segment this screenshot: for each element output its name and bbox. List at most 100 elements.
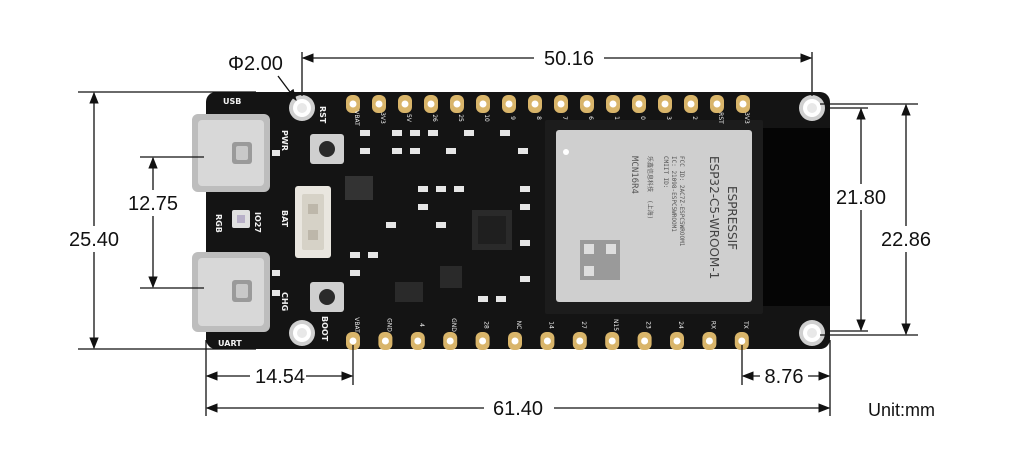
pin-hole bbox=[414, 337, 422, 345]
pin-label: RX bbox=[709, 321, 716, 329]
pin-label: 5V bbox=[405, 114, 412, 123]
silk-bat: BAT bbox=[280, 210, 289, 228]
pin-label: 10 bbox=[483, 114, 490, 122]
pin-label: 27 bbox=[580, 321, 587, 329]
pin-hole bbox=[511, 337, 519, 345]
pin-label: GND bbox=[385, 318, 392, 332]
bottom-pin-header: VBAT GND 4 GND 28 NC 14 27 N15 23 24 RX TX bbox=[346, 317, 749, 350]
pin-label: 24 bbox=[677, 321, 684, 329]
pin-label: 3V3 bbox=[379, 112, 386, 124]
dim-right-to-header: 8.76 bbox=[765, 366, 804, 388]
silk-io27: IO27 bbox=[253, 212, 262, 233]
pin-label: 2 bbox=[691, 116, 698, 120]
pin-label: 6 bbox=[587, 116, 594, 120]
pin-hole bbox=[349, 100, 357, 108]
pin-label: 3 bbox=[665, 116, 672, 120]
pin-hole bbox=[739, 100, 747, 108]
module-code: MCN16R4 bbox=[629, 156, 639, 194]
module-fcc: FCC ID: 2AC7Z-ESPC5WROOM1 bbox=[678, 156, 685, 247]
pin-hole bbox=[673, 337, 681, 345]
pin-hole bbox=[641, 337, 649, 345]
pin-hole bbox=[557, 100, 565, 108]
pin-label: 8 bbox=[535, 116, 542, 120]
pin-label: 28 bbox=[483, 321, 490, 329]
dev-board: ESPRESSIF ESP32-C5-WROOM-1 FCC ID: 2AC7Z… bbox=[192, 92, 830, 350]
pin-hole bbox=[608, 337, 616, 345]
module-city: (上海) bbox=[646, 200, 654, 219]
pin-label: 9 bbox=[509, 116, 516, 120]
mounting-hole-bottom-left bbox=[289, 320, 315, 346]
boot-button[interactable] bbox=[310, 282, 344, 312]
pin-hole bbox=[543, 337, 551, 345]
dim-left-to-header: 14.54 bbox=[255, 366, 305, 388]
antenna-area bbox=[760, 128, 830, 306]
silk-rgb: RGB bbox=[214, 214, 223, 233]
silk-boot: BOOT bbox=[320, 316, 329, 342]
silk-usb: USB bbox=[223, 97, 241, 106]
pin-hole bbox=[479, 100, 487, 108]
mounting-hole-top-left bbox=[289, 95, 315, 121]
pin-label: 14 bbox=[547, 321, 554, 329]
pin-hole bbox=[713, 100, 721, 108]
module-cmiit: CMIIT ID: bbox=[662, 156, 669, 189]
pin-label: 4 bbox=[418, 323, 425, 327]
pin-label: 7 bbox=[561, 116, 568, 120]
pin-label: N15 bbox=[612, 319, 619, 331]
pin-label: NC bbox=[515, 321, 522, 330]
pin-hole bbox=[453, 100, 461, 108]
pin-hole bbox=[349, 337, 357, 345]
module-maker: 乐鑫信息科技 bbox=[646, 156, 654, 192]
pin-hole bbox=[661, 100, 669, 108]
dim-board-height: 25.40 bbox=[69, 229, 119, 251]
pin-hole bbox=[576, 337, 584, 345]
dim-hole-spacing-width: 50.16 bbox=[544, 48, 594, 70]
usb-c-connector-top bbox=[192, 114, 270, 192]
pin-hole bbox=[479, 337, 487, 345]
pin-label: 3V3 bbox=[743, 112, 750, 124]
dim-hole-spacing-height: 21.80 bbox=[836, 187, 886, 209]
pin-label: 1 bbox=[613, 116, 620, 120]
pin-hole bbox=[505, 100, 513, 108]
module-model: ESP32-C5-WROOM-1 bbox=[707, 156, 721, 279]
rgb-led-die bbox=[237, 215, 245, 223]
pin-label: TX bbox=[742, 320, 749, 329]
battery-connector bbox=[295, 186, 331, 258]
unit-label: Unit:mm bbox=[868, 400, 935, 420]
module-brand: ESPRESSIF bbox=[725, 186, 739, 250]
pin-label: GND bbox=[450, 318, 457, 332]
pin-label: VBAT bbox=[353, 317, 360, 333]
pin-hole bbox=[687, 100, 695, 108]
dim-inner-height: 22.86 bbox=[881, 229, 931, 251]
dim-usb-spacing: 12.75 bbox=[128, 193, 178, 215]
pin-hole bbox=[381, 337, 389, 345]
board-components bbox=[272, 130, 530, 302]
silk-chg: CHG bbox=[280, 292, 289, 311]
pin-label: 25 bbox=[457, 114, 464, 122]
mounting-hole-top-right bbox=[799, 95, 825, 121]
dim-board-length: 61.40 bbox=[493, 398, 543, 420]
pin-hole bbox=[738, 337, 746, 345]
pin-hole bbox=[375, 100, 383, 108]
usb-c-connector-bottom bbox=[192, 252, 270, 332]
pin-hole bbox=[583, 100, 591, 108]
rst-button[interactable] bbox=[310, 134, 344, 164]
pin-hole bbox=[401, 100, 409, 108]
pin-hole bbox=[446, 337, 454, 345]
pin-label: 26 bbox=[431, 114, 438, 122]
pin-label: 23 bbox=[645, 321, 652, 329]
pin-label: RST bbox=[717, 112, 724, 124]
pin-hole bbox=[531, 100, 539, 108]
pin-hole bbox=[705, 337, 713, 345]
pin-hole bbox=[609, 100, 617, 108]
silk-rst: RST bbox=[318, 106, 327, 124]
pin-label: VBAT bbox=[353, 110, 360, 126]
silk-uart: UART bbox=[218, 339, 242, 348]
silk-pwr: PWR bbox=[280, 130, 289, 151]
esp32-module: ESPRESSIF ESP32-C5-WROOM-1 FCC ID: 2AC7Z… bbox=[545, 120, 763, 314]
dim-hole-diameter: Φ2.00 bbox=[228, 53, 283, 75]
pin-label: 0 bbox=[639, 116, 646, 120]
module-ic: IC: 21098-ESPC5WROOM1 bbox=[670, 156, 677, 232]
mounting-hole-bottom-right bbox=[799, 320, 825, 346]
